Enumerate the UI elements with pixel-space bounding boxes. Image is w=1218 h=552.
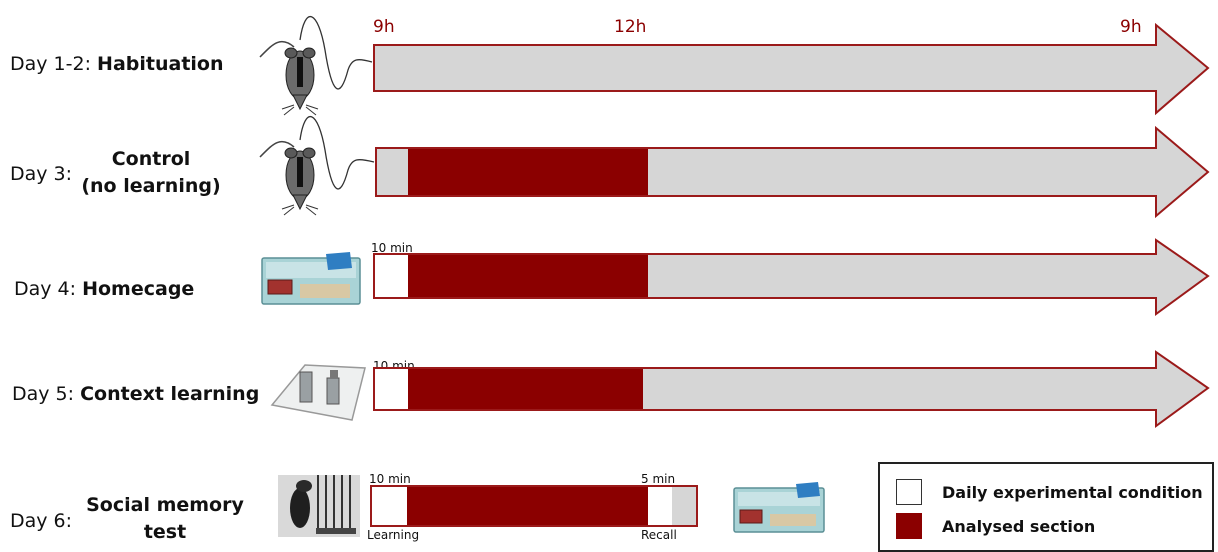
legend-item-condition: Daily experimental condition [896, 478, 1203, 506]
row5-after-homecage-icon [733, 482, 825, 533]
time-start-label: 9h [373, 17, 395, 37]
time-end-label: 9h [1120, 17, 1142, 37]
row2-condition-line2: (no learning) [81, 175, 221, 197]
row4-label: Day 5: Context learning [12, 382, 259, 406]
row5-phase1-caption: Learning [367, 528, 420, 542]
row5-recall-section [648, 487, 672, 525]
row5-phase1-label: 10 min [369, 472, 411, 486]
row5-learning-section [372, 487, 407, 525]
legend-label-condition: Daily experimental condition [942, 482, 1203, 502]
row3-homecage-icon [261, 252, 361, 305]
row2-analysed-section [408, 149, 648, 195]
row1-mouse-icon [259, 16, 373, 116]
row5-condition-line1: Social memory [86, 494, 244, 516]
row5-day: Day 6: [10, 510, 73, 532]
row4-analysed-section [408, 369, 643, 409]
legend: Daily experimental condition Analysed se… [878, 462, 1214, 552]
legend-swatch-white [896, 479, 922, 505]
row4-day: Day 5: [12, 383, 75, 405]
row3-analysed-section [408, 255, 648, 297]
legend-item-analysed: Analysed section [896, 512, 1095, 540]
row1-day: Day 1-2: [10, 53, 91, 75]
row5-phase2-label: 5 min [641, 472, 676, 486]
legend-swatch-red [896, 513, 922, 539]
row3-phase-label: 10 min [371, 241, 413, 255]
row3-condition-section [375, 255, 408, 297]
row5-condition: Social memory test [80, 492, 250, 546]
row3-condition: Homecage [82, 278, 195, 300]
row4-context-arena-icon [270, 364, 366, 421]
row3-day: Day 4: [14, 278, 77, 300]
row2-condition-line1: Control [111, 148, 191, 170]
row3-label: Day 4: Homecage [14, 277, 194, 301]
row2-condition: Control (no learning) [76, 146, 226, 200]
row1-timeline-arrow [373, 22, 1210, 116]
row1-condition: Habituation [97, 53, 224, 75]
row2-mouse-icon [259, 116, 375, 216]
row2-day: Day 3: [10, 163, 73, 185]
row4-condition-section [375, 369, 408, 409]
row5-analysed-section [407, 487, 648, 525]
row5-phase2-caption: Recall [641, 528, 677, 542]
legend-label-analysed: Analysed section [942, 516, 1096, 536]
time-mid-label: 12h [614, 17, 647, 37]
row5-social-chamber-icon [278, 475, 360, 537]
row4-condition: Context learning [80, 383, 260, 405]
row1-label: Day 1-2: Habituation [10, 52, 224, 76]
row5-condition-line2: test [143, 521, 187, 543]
